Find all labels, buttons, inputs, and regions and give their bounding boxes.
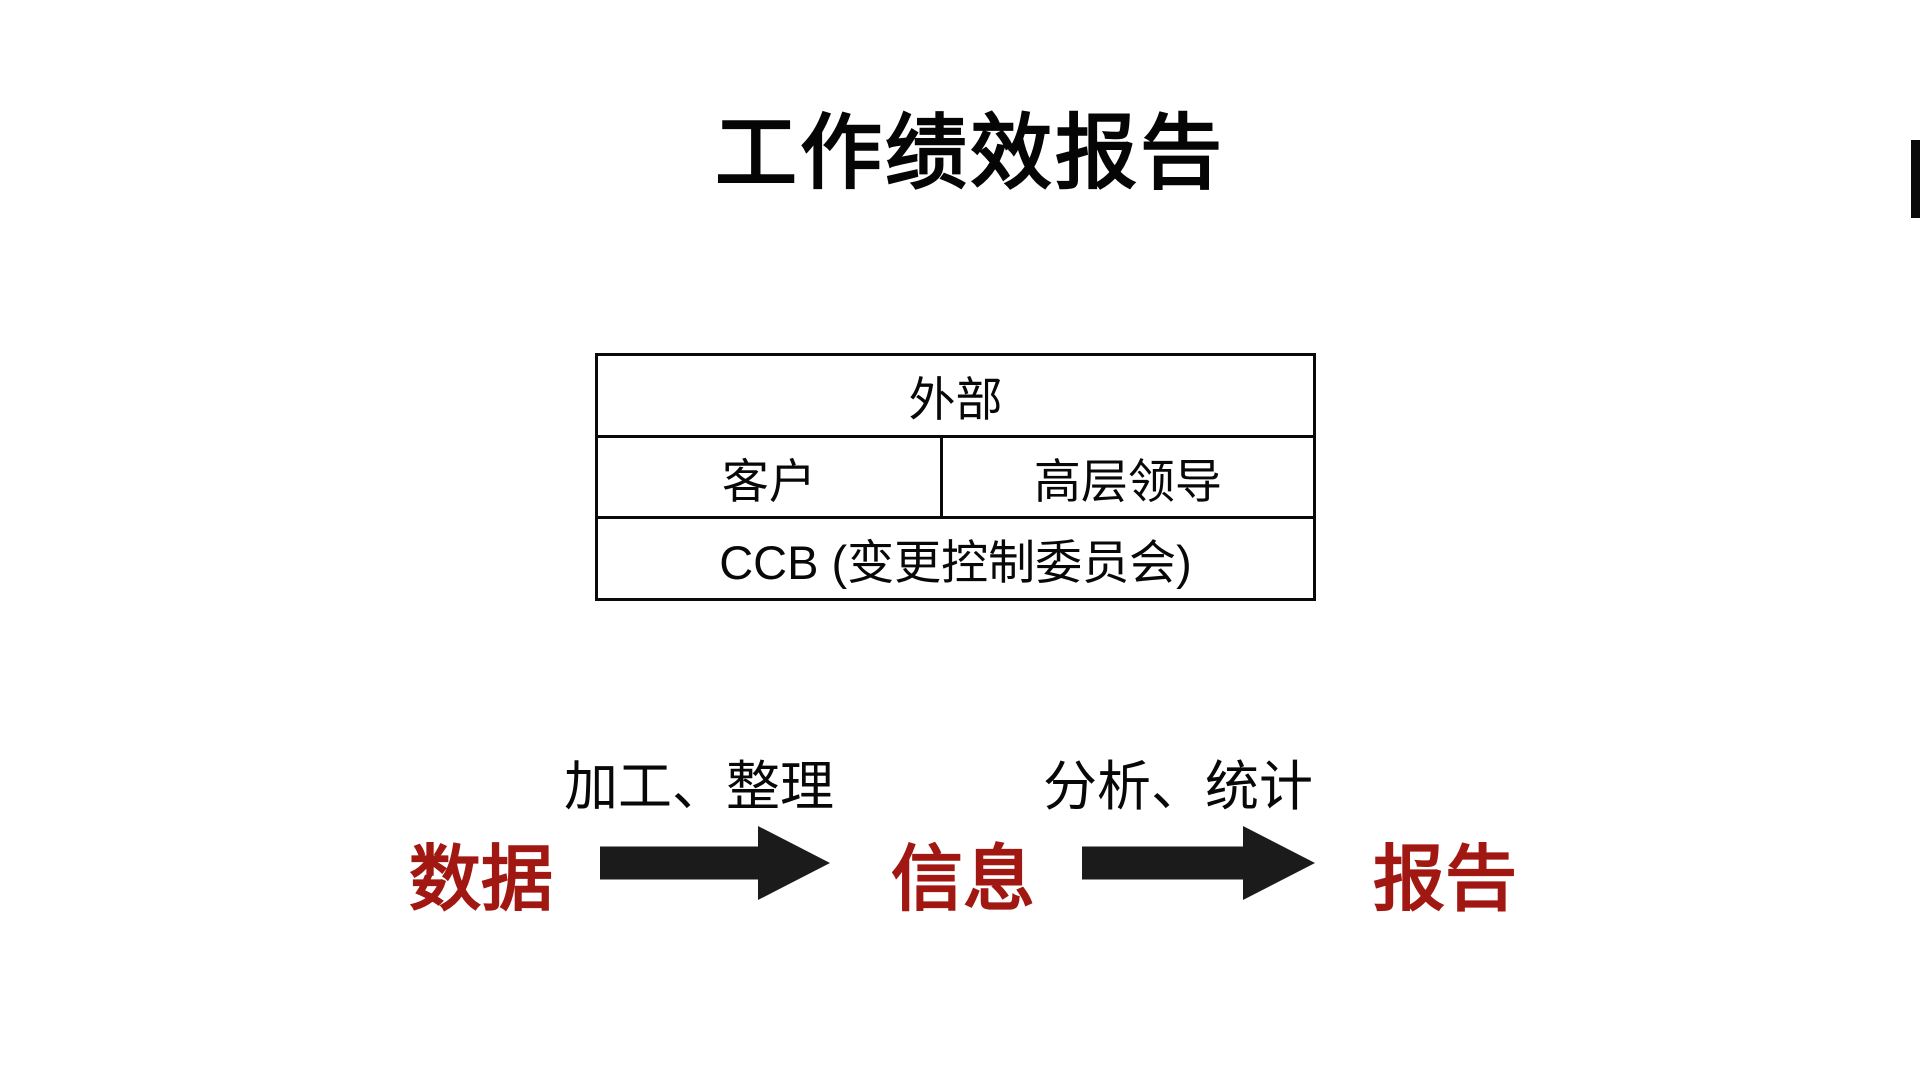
flow-term-information: 信息 (890, 840, 1035, 920)
right-edge-mark (1911, 140, 1920, 218)
table-row: 客户 高层领导 (598, 434, 1313, 517)
table-cell-ccb: CCB (变更控制委员会) (719, 536, 1192, 590)
right-arrow-icon (1082, 826, 1315, 900)
arrow-label-processing: 加工、整理 (564, 757, 834, 817)
flow-term-report: 报告 (1372, 840, 1517, 920)
table-cell-senior-leadership: 高层领导 (939, 437, 1313, 517)
stakeholder-table: 外部 客户 高层领导 CCB (变更控制委员会) (595, 353, 1316, 601)
arrow-label-analysis: 分析、统计 (1043, 757, 1313, 817)
table-cell-customer: 客户 (721, 454, 816, 508)
right-arrow-icon (600, 826, 830, 900)
table-row: CCB (变更控制委员会) (598, 516, 1313, 598)
flow-term-data: 数据 (408, 840, 553, 920)
table-row: 外部 (598, 356, 1313, 435)
table-cell-external: 外部 (908, 372, 1003, 426)
page-title: 工作绩效报告 (714, 108, 1225, 199)
